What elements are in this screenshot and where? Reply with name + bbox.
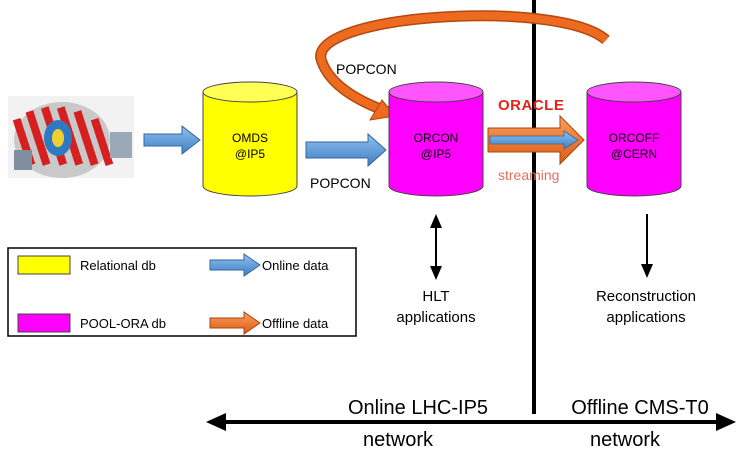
legend-offline-label: Offline data [262,316,329,331]
hlt-label-line2: applications [396,309,475,326]
legend-relational-label: Relational db [80,258,156,273]
online-network-label-line2: network [363,429,434,451]
reconstruction-label-line1: Reconstruction [596,288,696,305]
legend-pool-swatch [17,313,71,333]
hlt-label-line1: HLT [422,288,449,305]
omds-database: OMDS @IP5 [202,81,298,197]
streaming-label: streaming [498,167,559,183]
popcon-top-label: POPCON [336,61,397,77]
legend-relational-swatch [17,255,71,275]
orcoff-database: ORCOFF @CERN [586,81,682,197]
cms-detector-icon [8,96,134,178]
reconstruction-label-line2: applications [606,309,685,326]
offline-network-label-line1: Offline CMS-T0 [571,397,708,419]
offline-network-label-line2: network [590,429,661,451]
orcoff-location: @CERN [611,147,657,161]
legend-online-label: Online data [262,258,329,273]
popcon-mid-label: POPCON [310,175,371,191]
reconstruction-arrow [641,214,653,278]
streaming-arrow [487,114,585,166]
online-data-arrow-2 [305,132,387,168]
online-data-arrow-1 [143,124,201,156]
orcoff-name: ORCOFF [609,131,660,145]
oracle-logo: ORACLE [498,97,564,114]
online-network-label-line1: Online LHC-IP5 [348,397,488,419]
omds-location: @IP5 [235,147,266,161]
orcon-location: @IP5 [421,147,452,161]
legend-online-arrow [209,253,261,277]
orcon-name: ORCON [414,131,459,145]
legend-pool-label: POOL-ORA db [80,316,166,331]
omds-name: OMDS [232,131,268,145]
legend: Relational db Online data POOL-ORA db Of… [7,247,357,337]
network-axis-arrow [206,413,736,431]
legend-offline-arrow [209,311,261,335]
hlt-double-arrow [430,214,442,280]
orcon-database: ORCON @IP5 [388,81,484,197]
